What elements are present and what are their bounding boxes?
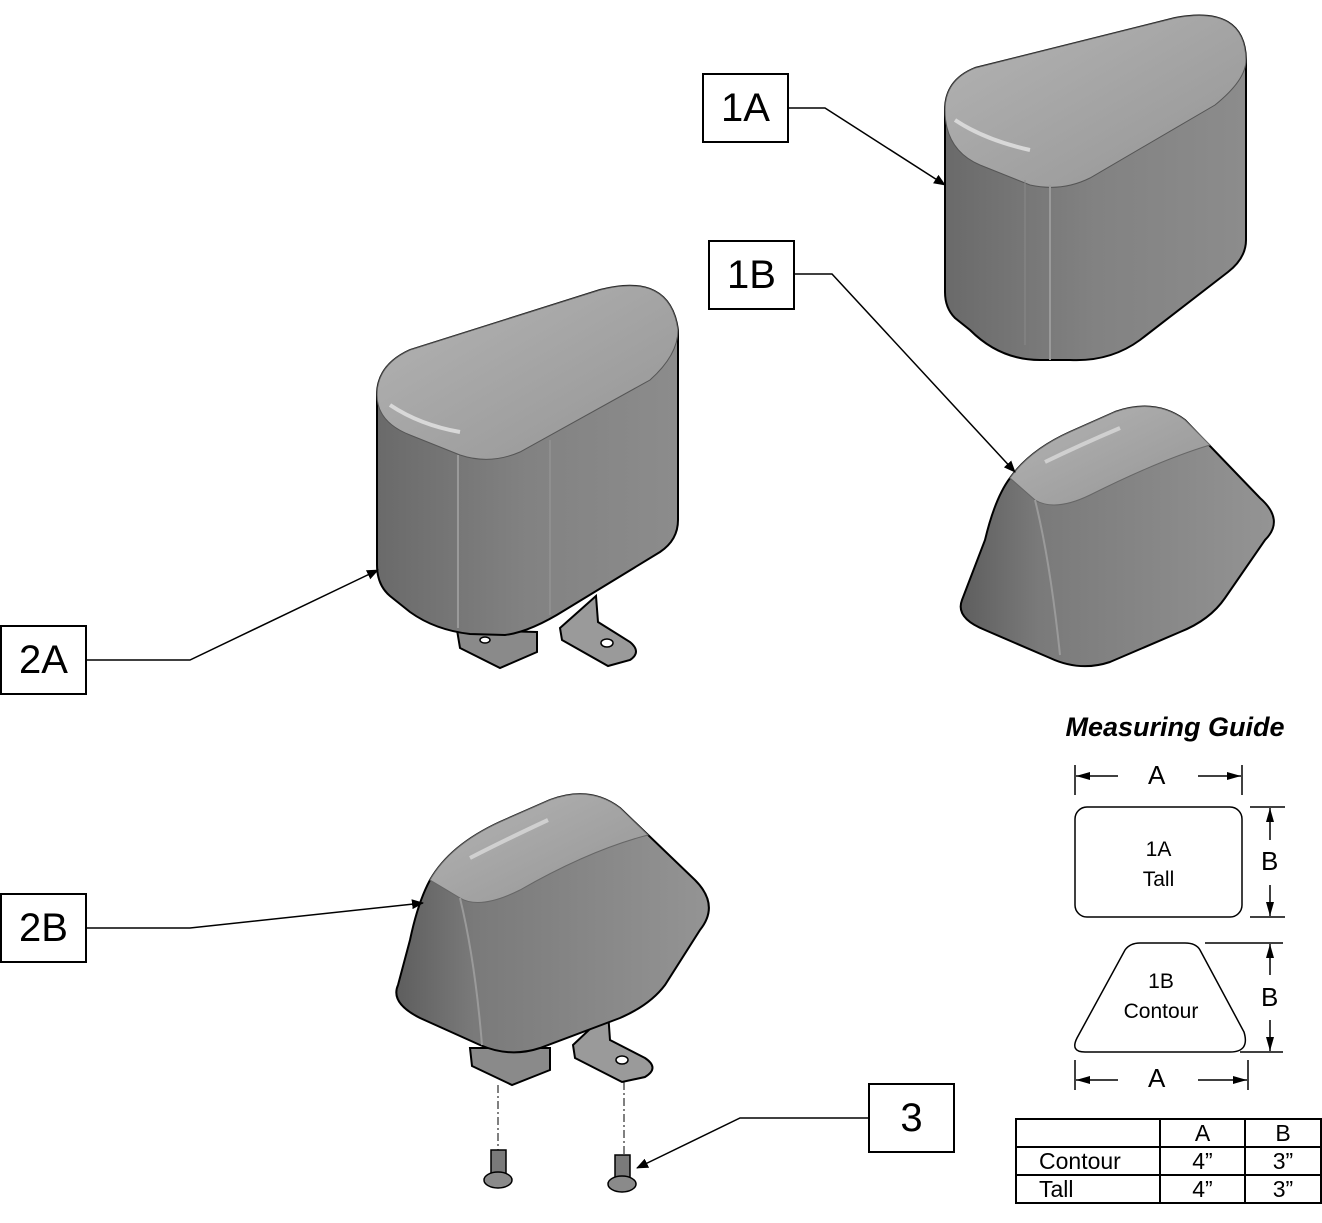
size-table-header: A B <box>1015 1118 1322 1148</box>
leader-lines <box>86 107 1016 1169</box>
tall-shape-code: 1A <box>1145 838 1172 861</box>
screw-right <box>607 1154 637 1193</box>
measuring-guide-title: Measuring Guide <box>1065 712 1285 742</box>
leader-3 <box>636 1117 869 1169</box>
contour-shape-code: 1B <box>1148 970 1174 993</box>
table-row: Tall 4” 3” <box>1015 1174 1322 1204</box>
leader-2b <box>86 899 424 929</box>
row-name: Contour <box>1015 1146 1161 1176</box>
row-a-value: 4” <box>1159 1174 1246 1204</box>
leader-1a <box>788 107 946 186</box>
row-a-value: 4” <box>1159 1146 1246 1176</box>
leader-2a <box>86 569 379 661</box>
screw-left <box>483 1149 513 1189</box>
part-2b-contour-pad-with-bracket <box>395 793 710 1087</box>
header-blank <box>1015 1118 1161 1148</box>
dim-b-label-contour: B <box>1261 982 1279 1012</box>
contour-shape-outline <box>1074 942 1247 1053</box>
leader-1b <box>794 273 1016 473</box>
callout-1a: 1A <box>702 73 789 143</box>
contour-shape-name: Contour <box>1123 1000 1199 1023</box>
row-b-value: 3” <box>1244 1174 1322 1204</box>
measuring-guide-drawing <box>1074 765 1285 1090</box>
dim-a-label-top: A <box>1148 760 1166 790</box>
part-1a-tall-pad <box>944 14 1247 362</box>
header-a: A <box>1159 1118 1246 1148</box>
dim-b-label-tall: B <box>1261 846 1279 876</box>
tall-shape-outline <box>1074 806 1243 918</box>
table-row: Contour 4” 3” <box>1015 1146 1322 1176</box>
part-3-screws <box>483 1082 637 1193</box>
callout-2b: 2B <box>0 893 87 963</box>
part-1b-contour-pad <box>959 405 1275 668</box>
dim-a-label-bottom: A <box>1148 1063 1166 1093</box>
part-2a-tall-pad-with-bracket <box>376 284 679 670</box>
contour-shape-label: 1B Contour <box>1100 967 1222 1027</box>
callout-3: 3 <box>868 1083 955 1153</box>
callout-2a: 2A <box>0 625 87 695</box>
tall-shape-label: 1A Tall <box>1100 835 1217 895</box>
callout-1b: 1B <box>708 240 795 310</box>
header-b: B <box>1244 1118 1322 1148</box>
tall-shape-name: Tall <box>1142 868 1175 891</box>
size-table: A B Contour 4” 3” Tall 4” 3” <box>1015 1118 1322 1204</box>
row-name: Tall <box>1015 1174 1161 1204</box>
row-b-value: 3” <box>1244 1146 1322 1176</box>
